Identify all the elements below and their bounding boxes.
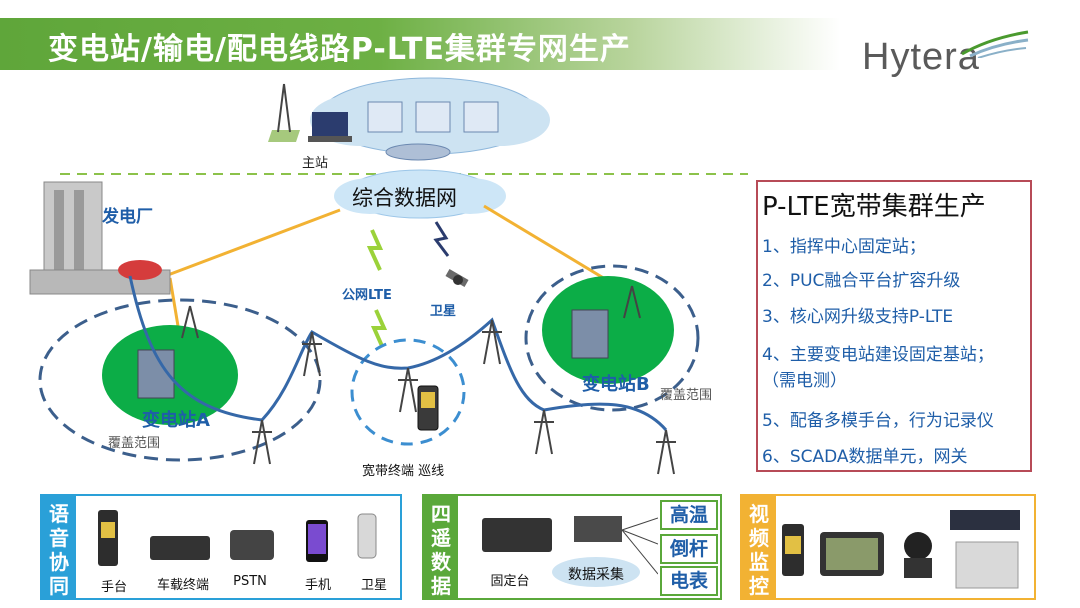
tag-meter: 电表 (660, 566, 718, 596)
terminal-patrol-label: 宽带终端 巡线 (362, 464, 445, 479)
feature-item: 5、配备多模手台，行为记录仪 (762, 411, 994, 431)
public-lte-label: 公网LTE (342, 288, 392, 303)
satellite-phone-icon (357, 513, 377, 559)
lightning-icon (433, 221, 450, 257)
data-collect-label: 数据采集 (568, 567, 624, 583)
satellite-label: 卫星 (430, 304, 457, 319)
hytera-logo: Hytera (862, 36, 980, 78)
feature-item: 1、指挥中心固定站； (762, 237, 926, 257)
network-diagram (29, 77, 748, 475)
page-title: 变电站/输电/配电线路P-LTE集群专网生产 (48, 32, 631, 67)
feature-item: 6、SCADA数据单元，网关 (762, 447, 968, 467)
tag-fallen-pole: 倒杆 (660, 534, 718, 564)
coverage-ring-terminal (350, 338, 466, 446)
gateway-icon (955, 541, 1019, 589)
master-cloud-icon (310, 77, 550, 161)
power-plant-label: 发电厂 (102, 207, 153, 227)
coverage-ring-b (524, 264, 700, 412)
coverage-ring-a (38, 298, 322, 462)
feature-item: 2、PUC融合平台扩容升级 (762, 271, 961, 291)
voice-panel-title: 语音协同 (49, 502, 69, 598)
link-plant (159, 208, 341, 280)
tag-high-temp: 高温 (660, 500, 718, 530)
fixed-station-label: 固定台 (490, 574, 530, 589)
collect-cloud-icon (552, 557, 640, 587)
switch-icon (950, 510, 1020, 530)
device-label: PSTN (233, 574, 267, 589)
logo-wing-icon (961, 30, 1029, 58)
camera-icon (904, 532, 932, 560)
data-network-cloud-icon (334, 169, 506, 219)
master-station-label: 主站 (302, 156, 329, 171)
feature-list-box (756, 180, 1032, 472)
coverage-a-label: 覆盖范围 (108, 436, 161, 451)
device-label: 车载终端 (156, 578, 209, 593)
vehicle-terminal-icon (150, 536, 210, 560)
satellite-icon (445, 269, 469, 287)
voice-devices (98, 510, 377, 566)
device-label: 手机 (304, 578, 331, 593)
lightning-icon (370, 309, 388, 347)
feature-list-title: P-LTE宽带集群生产 (762, 192, 986, 222)
pylon-icon (181, 285, 676, 475)
substation-b-icon (571, 309, 609, 359)
lightning-icon (366, 229, 384, 271)
device-label: 手台 (100, 580, 127, 595)
feature-item: 3、核心网升级支持P-LTE (762, 307, 954, 327)
feature-item-continued: （需电测） (762, 371, 847, 391)
four-remote-panel-header (424, 496, 458, 598)
video-panel-header (742, 496, 776, 598)
substation-b-label: 变电站B (582, 374, 650, 395)
phone-icon (230, 530, 274, 560)
power-plant-icon (29, 181, 171, 295)
feature-item: 4、主要变电站建设固定基站； (762, 345, 994, 365)
tower-icon (268, 83, 300, 142)
substation-a-label: 变电站A (142, 410, 210, 431)
title-bar (0, 18, 840, 70)
device-label: 卫星 (360, 578, 387, 593)
four-remote-devices (482, 516, 658, 587)
fixed-radio-icon (482, 518, 552, 552)
collector-icon (574, 516, 622, 542)
coverage-b-label: 覆盖范围 (660, 388, 713, 403)
video-panel-title: 视频监控 (749, 502, 769, 598)
computer-icon (308, 112, 352, 142)
voice-panel-header (42, 496, 76, 598)
data-network-label: 综合数据网 (352, 186, 457, 210)
video-devices (782, 510, 1020, 589)
four-remote-panel-title: 四遥数据 (431, 502, 451, 598)
